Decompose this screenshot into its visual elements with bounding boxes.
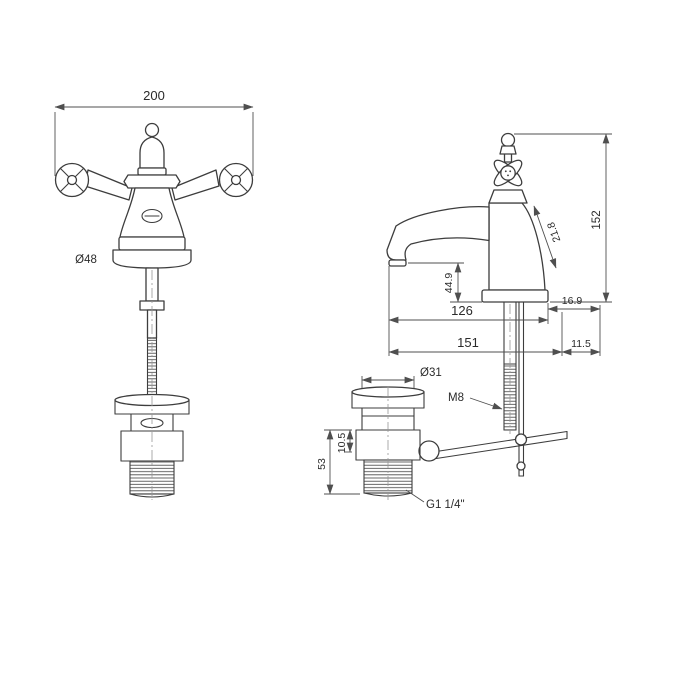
front-view-dimensions: 200 Ø48 xyxy=(54,88,254,266)
cross-handle-side xyxy=(493,159,523,187)
front-view: 200 Ø48 xyxy=(54,88,254,500)
left-handle-arm xyxy=(84,169,133,201)
side-view-dimensions: 152 21.8 44.9 16.9 126 151 11.5 xyxy=(316,133,612,511)
dim-overall-height: 152 xyxy=(591,210,603,229)
knob-collar xyxy=(137,167,167,176)
handle-collar-side xyxy=(488,189,528,204)
dim-spout-reach: 126 xyxy=(451,303,473,318)
left-cross-handle xyxy=(54,162,90,198)
side-view: 152 21.8 44.9 16.9 126 151 11.5 xyxy=(316,132,612,511)
base-flange-side xyxy=(481,289,549,303)
dim-overall-width: 200 xyxy=(143,88,165,103)
aerator xyxy=(388,259,407,267)
waste-bottom-front xyxy=(129,493,175,498)
dim-outlet-thread: G1 1/4" xyxy=(426,499,465,511)
handle-indice-cap xyxy=(500,165,516,181)
base-escutcheon-front xyxy=(112,249,192,269)
handle-ball-side xyxy=(500,132,516,148)
top-knob-ball xyxy=(144,122,160,138)
dim-waste-diameter: Ø31 xyxy=(420,367,442,379)
right-handle-arm xyxy=(171,169,220,201)
dim-rod-offset: 11.5 xyxy=(571,338,591,350)
rod-adjuster-ball xyxy=(516,461,526,471)
dim-base-diameter: Ø48 xyxy=(75,254,97,266)
side-view-tap-body xyxy=(386,132,549,303)
lever-arm-top xyxy=(432,430,568,453)
lever-ball-joint xyxy=(514,433,528,446)
dim-spout-angle: 21.8 xyxy=(545,220,563,243)
dim-total-reach: 151 xyxy=(457,335,479,350)
bonnet-hex xyxy=(123,174,181,189)
dim-waste-height: 53 xyxy=(316,458,328,470)
pop-up-waste-side xyxy=(351,386,440,497)
spout xyxy=(386,206,490,261)
lever-ball-housing xyxy=(418,440,440,462)
top-knob-dome xyxy=(139,136,165,169)
lever-arm-bottom xyxy=(432,437,568,460)
dim-base-to-rod: 16.9 xyxy=(562,295,583,307)
dim-rod-thread: M8 xyxy=(448,392,464,404)
dim-waste-top: 10.5 xyxy=(336,433,348,454)
side-view-rods xyxy=(432,301,568,477)
base-flange-front xyxy=(118,236,186,251)
logo-badge xyxy=(141,208,163,224)
tap-body-side xyxy=(488,202,546,291)
right-cross-handle xyxy=(218,162,254,198)
dim-spout-height: 44.9 xyxy=(443,273,455,294)
handle-neck-side xyxy=(499,145,517,155)
